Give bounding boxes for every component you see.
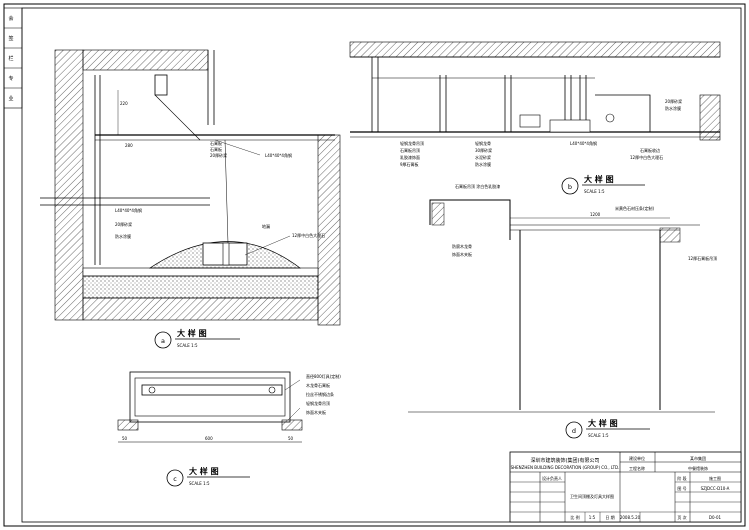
label-gravel-2: 石膏板 — [210, 146, 222, 152]
dim-c-3: 50 — [288, 436, 294, 441]
label-d-left2: 饰面木夹板 — [452, 251, 472, 257]
stage-label: 阶 段 — [677, 475, 686, 481]
dim-d-1200: 1200 — [590, 212, 601, 217]
title-block: 深圳市建筑装饰(集团)有限公司 SHENZHEN BUILDING DECORA… — [509, 451, 742, 523]
project-name-label: 工程名称 — [629, 465, 645, 471]
label-marble-a: 12厚中白色大理石 — [292, 232, 325, 238]
drawing-title: 卫生间顶棚及灯具大样图 — [570, 493, 614, 499]
label-b-wp2: 防水涂膜 — [665, 105, 681, 111]
no-label: 图 号 — [677, 485, 686, 491]
label-drain: 地漏 — [262, 223, 270, 229]
left-sign-strip: 会 签 栏 专 业 — [3, 7, 23, 109]
label-steel-top: L40*40*4角钢 — [265, 152, 292, 158]
label-c-5: 饰面木夹板 — [306, 409, 326, 415]
label-c-1: 直径800灯具(定制) — [306, 373, 341, 379]
detail-a-mark — [154, 331, 172, 349]
project-value: 某市集团 — [690, 455, 706, 461]
strip-cell-5: 业 — [8, 95, 13, 102]
date-label: 日 期 — [605, 514, 614, 520]
dim-c-2: 600 — [205, 436, 213, 441]
label-b-tile: 30厚砂浆 — [475, 147, 492, 153]
strip-cell-4: 专 — [8, 75, 13, 82]
designer-label: 设计负责人 — [542, 475, 562, 481]
label-b-cement: 水泥砂浆 — [475, 154, 491, 160]
sheet-label: 页 次 — [677, 514, 686, 520]
label-steel-mid: L40*40*4角钢 — [115, 207, 142, 213]
label-b-frame: 轻钢龙骨 — [475, 140, 491, 146]
dim-220: 220 — [120, 101, 128, 106]
label-b-waterproof: 防水涂膜 — [475, 161, 491, 167]
label-b-glass: 石膏板收边 — [640, 147, 660, 153]
sheet-value: D0-01 — [709, 515, 722, 520]
strip-cell-2: 签 — [8, 35, 13, 42]
detail-b-title: 大 样 图 — [584, 174, 614, 184]
detail-d-scale: SCALE 1:5 — [588, 433, 609, 438]
label-c-3: 拉丝不锈钢边条 — [306, 391, 334, 397]
label-waterproof-a: 防水涂膜 — [115, 233, 131, 239]
sheet-border — [3, 3, 746, 527]
detail-d-mark-letter: d — [572, 427, 576, 435]
label-d-right: 12厚石膏板吊顶 — [688, 255, 717, 261]
project-label: 建设单位 — [629, 455, 645, 461]
dim-280: 280 — [125, 143, 133, 148]
stage-value: 施工图 — [709, 475, 721, 481]
detail-a-mark-letter: a — [161, 337, 165, 345]
strip-cell-3: 栏 — [8, 55, 13, 62]
company-en: SHENZHEN BUILDING DECORATION (GROUP) CO.… — [511, 465, 620, 470]
dim-c-1: 50 — [122, 436, 128, 441]
detail-c-title: 大 样 图 — [189, 466, 219, 476]
detail-b: 轻钢龙骨吊顶 石膏板吊顶 乳胶漆饰面 9厚石膏板 轻钢龙骨 30厚砂浆 水泥砂浆… — [349, 41, 721, 195]
scale-label: 比 例 — [570, 514, 579, 520]
detail-a: 220 280 L40*40*4角钢 石膏板 石膏板 20厚砂浆 L40*40*… — [40, 49, 341, 349]
label-b-gypsum2: 石膏板吊顶 — [400, 147, 420, 153]
detail-c-mark-letter: c — [173, 475, 177, 483]
detail-a-scale: SCALE 1:5 — [177, 343, 198, 348]
label-b-gypsum1: 轻钢龙骨吊顶 — [400, 140, 424, 146]
detail-b-mark — [561, 177, 579, 195]
label-d-right-top: 米黄色石材压条(定制) — [615, 205, 655, 211]
date-value: 2008.5.20 — [620, 515, 641, 520]
detail-a-title: 大 样 图 — [177, 328, 207, 338]
detail-b-mark-letter: b — [568, 183, 572, 191]
scale-value: 1:5 — [589, 515, 596, 520]
label-b-paint: 乳胶漆饰面 — [400, 154, 420, 160]
detail-c-mark — [166, 469, 184, 487]
label-b-plaster: 20厚砂浆 — [665, 98, 682, 104]
label-b-board: 9厚石膏板 — [400, 161, 419, 167]
company-cn: 深圳市建筑装饰(集团)有限公司 — [531, 457, 600, 464]
detail-c: 50 600 50 直径800灯具(定制) 木龙骨石膏板 拉丝不锈钢边条 轻钢龙… — [117, 371, 341, 487]
label-b-angle: L40*40*4角钢 — [570, 140, 597, 146]
label-c-4: 轻钢龙骨吊顶 — [306, 400, 330, 406]
detail-b-scale: SCALE 1:5 — [584, 189, 605, 194]
no-value: SZJDCC-D10-A — [701, 486, 730, 491]
detail-d: 1200 石膏板吊顶 涂白色乳胶漆 米黄色石材压条(定制) 防腐木龙骨 饰面木夹… — [408, 183, 717, 439]
label-gravel-1: 石膏板 — [210, 140, 222, 146]
label-d-top: 石膏板吊顶 涂白色乳胶漆 — [455, 183, 500, 189]
label-plaster-a: 20厚砂浆 — [210, 152, 227, 158]
project-name-value: 中餐馆装饰 — [688, 465, 708, 471]
label-plaster-a2: 20厚砂浆 — [115, 221, 132, 227]
detail-d-title: 大 样 图 — [588, 418, 618, 428]
label-c-2: 木龙骨石膏板 — [306, 382, 330, 388]
label-b-marble: 12厚中白色大理石 — [630, 154, 663, 160]
detail-d-mark — [565, 421, 583, 439]
drawing-frame — [21, 7, 742, 523]
strip-cell-1: 会 — [8, 15, 13, 22]
label-d-left1: 防腐木龙骨 — [452, 243, 472, 249]
detail-c-scale: SCALE 1:5 — [189, 481, 210, 486]
